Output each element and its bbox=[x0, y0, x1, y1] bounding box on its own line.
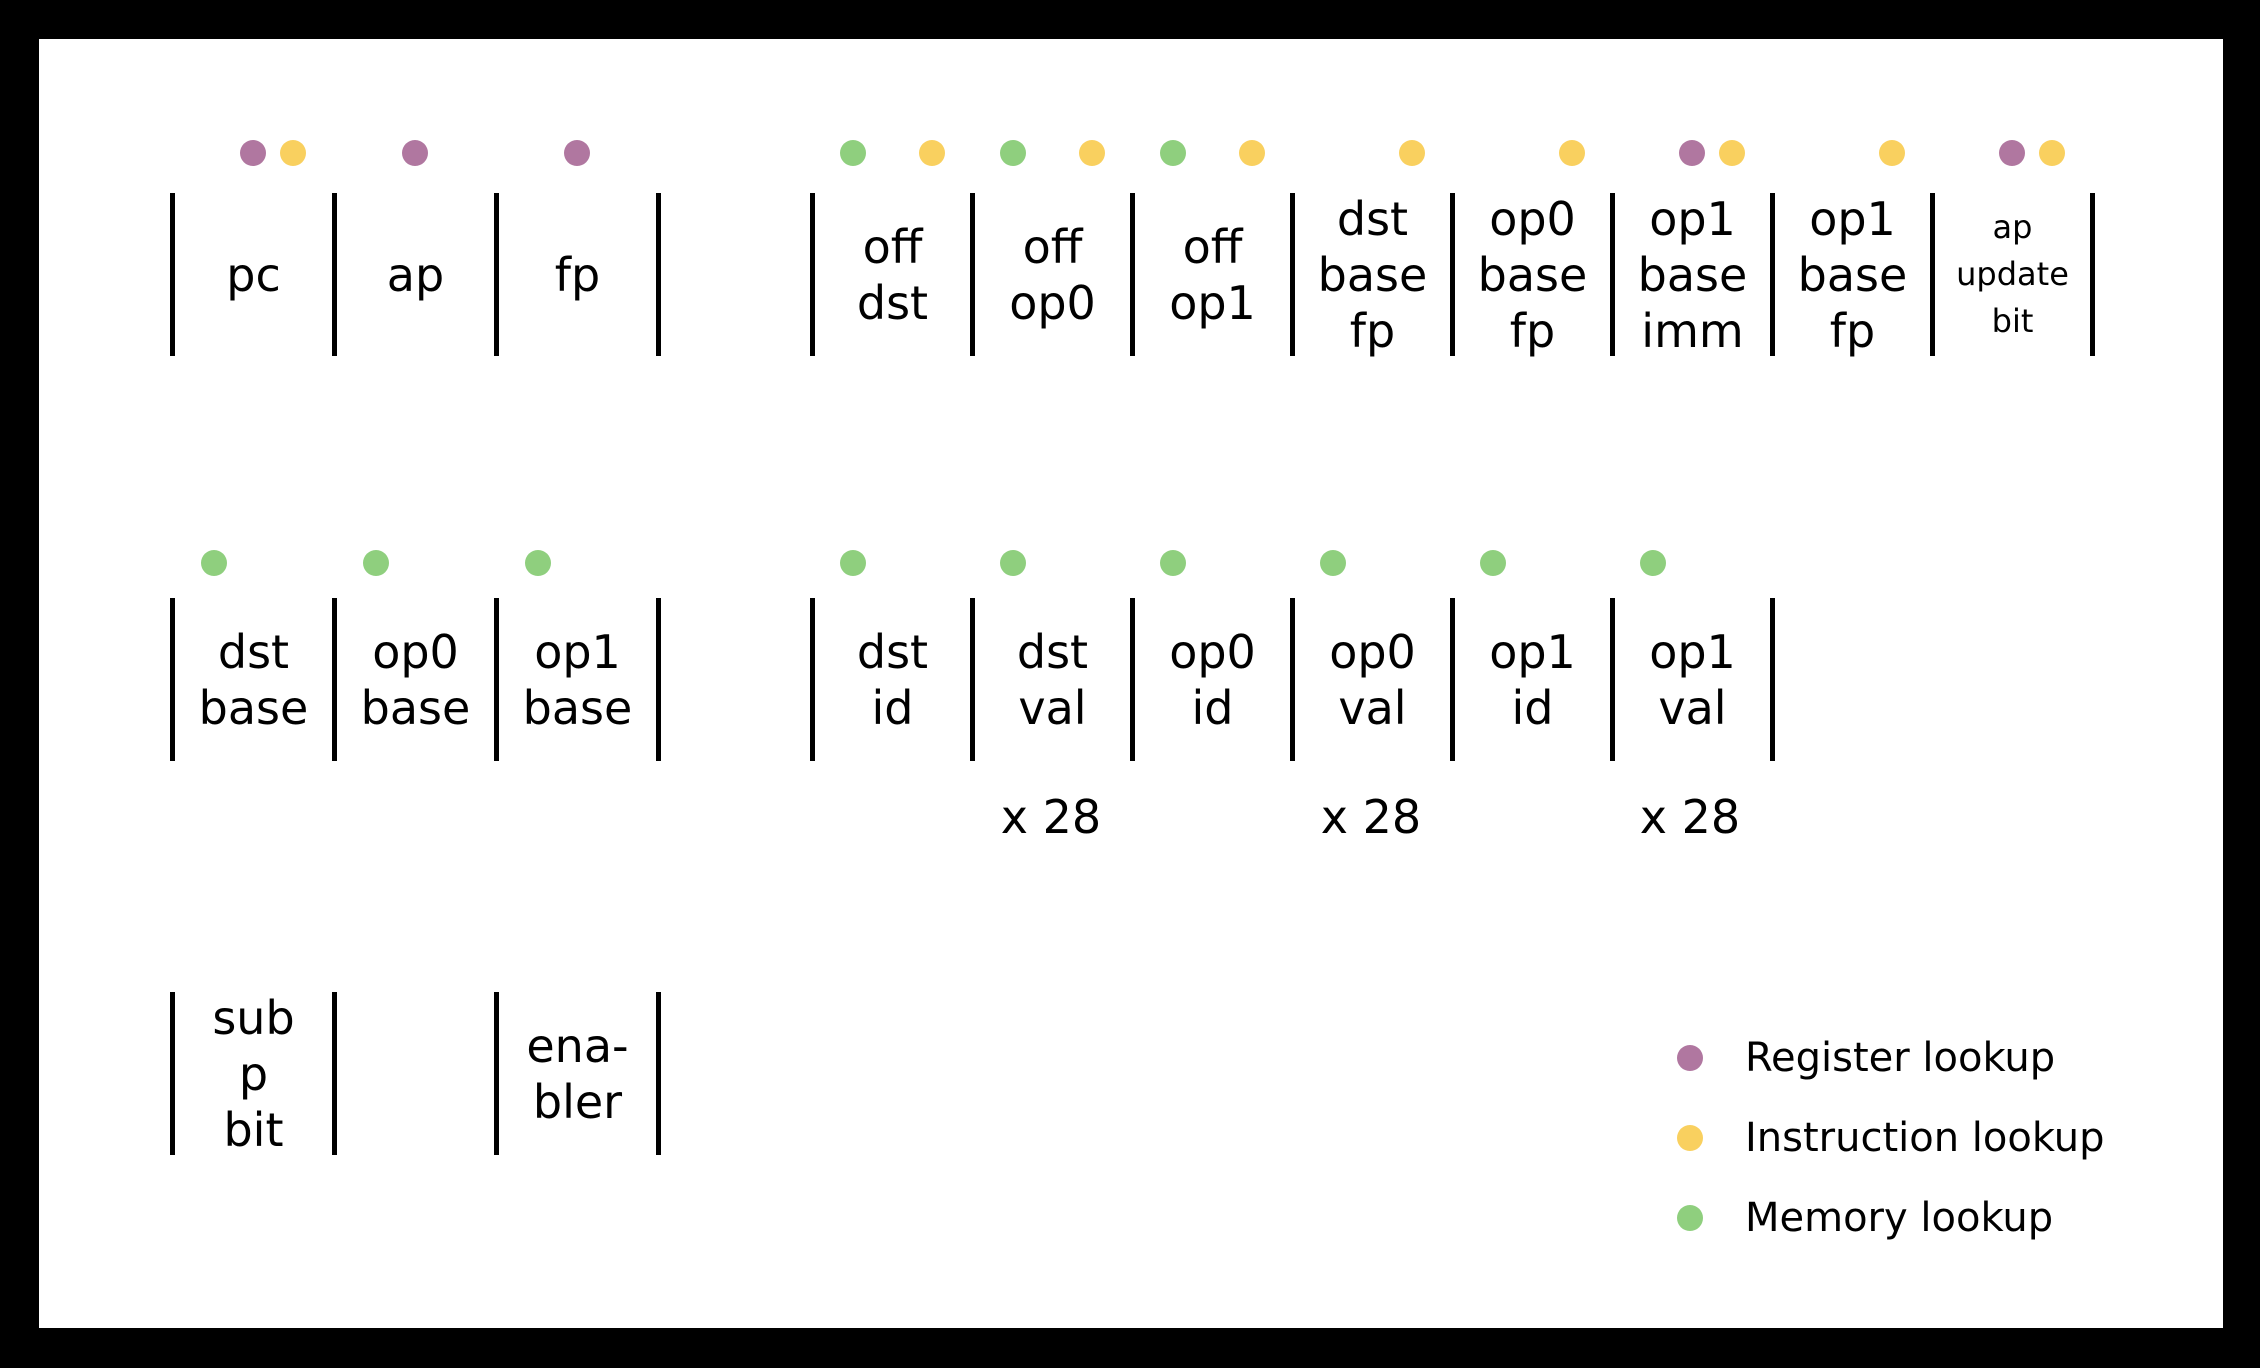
memory-lookup-dot bbox=[200, 550, 227, 576]
instruction-lookup-dot bbox=[279, 140, 306, 166]
legend-label: Instruction lookup bbox=[1745, 1115, 2105, 1161]
cell-op0-base-fp: op0 base fp bbox=[1450, 140, 1610, 358]
legend-item-instruction: Instruction lookup bbox=[1677, 1098, 2105, 1178]
memory-lookup-dot bbox=[1677, 1205, 1703, 1231]
cell-ap-update-bit: ap update bit bbox=[1930, 140, 2090, 356]
cell-label: op0 id bbox=[1169, 624, 1256, 735]
cell-off-op1: off op1 bbox=[1130, 140, 1290, 356]
cell-dst-base: dst base bbox=[170, 550, 332, 761]
cell-label: off dst bbox=[856, 219, 929, 330]
cell-label: op0 val bbox=[1329, 624, 1416, 735]
diagram-panel: pc ap fp off dst off op0 off op1 bbox=[39, 39, 2223, 1328]
memory-lookup-dot bbox=[524, 550, 551, 576]
legend: Register lookup Instruction lookup Memor… bbox=[1677, 1018, 2105, 1258]
cell-label: op0 base fp bbox=[1477, 191, 1588, 358]
cell-off-dst: off dst bbox=[810, 140, 970, 356]
instruction-lookup-dot bbox=[1238, 140, 1265, 166]
cell-ap: ap bbox=[332, 140, 494, 356]
cell-enabler: ena- bler bbox=[494, 992, 656, 1155]
cell-label: op0 base bbox=[360, 624, 471, 735]
instruction-lookup-dot bbox=[918, 140, 945, 166]
instruction-lookup-dot bbox=[1718, 140, 1745, 166]
memory-lookup-dot bbox=[999, 140, 1026, 166]
cell-op1-base: op1 base bbox=[494, 550, 656, 761]
row2-base-group: dst base op0 base op1 base bbox=[170, 550, 661, 761]
cell-off-op0: off op0 bbox=[970, 140, 1130, 356]
cell-pc: pc bbox=[170, 140, 332, 356]
memory-lookup-dot bbox=[1319, 550, 1346, 576]
multiplier-label: x 28 bbox=[1320, 790, 1422, 844]
column-divider bbox=[656, 992, 661, 1155]
cell-label: op1 base imm bbox=[1637, 191, 1748, 358]
cell-dst-id: dst id bbox=[810, 550, 970, 761]
instruction-lookup-dot bbox=[2038, 140, 2065, 166]
column-divider bbox=[656, 193, 661, 356]
memory-lookup-dot bbox=[362, 550, 389, 576]
column-divider bbox=[656, 598, 661, 761]
cell-label: dst val bbox=[1016, 624, 1089, 735]
register-lookup-dot bbox=[563, 140, 590, 166]
memory-lookup-dot bbox=[1159, 550, 1186, 576]
cell-fp: fp bbox=[494, 140, 656, 356]
instruction-lookup-dot bbox=[1878, 140, 1905, 166]
memory-lookup-dot bbox=[1479, 550, 1506, 576]
row1-registers-group: pc ap fp bbox=[170, 140, 661, 356]
cell-empty bbox=[332, 992, 494, 1155]
cell-op1-base-fp: op1 base fp bbox=[1770, 140, 1930, 358]
memory-lookup-dot bbox=[839, 140, 866, 166]
cell-label: op1 id bbox=[1489, 624, 1576, 735]
instruction-lookup-dot bbox=[1398, 140, 1425, 166]
memory-lookup-dot bbox=[999, 550, 1026, 576]
cell-label: off op1 bbox=[1169, 219, 1256, 330]
cell-label: op1 val bbox=[1649, 624, 1736, 735]
memory-lookup-dot bbox=[1639, 550, 1666, 576]
cell-label: sub p bit bbox=[212, 990, 295, 1157]
row1-instruction-fields-group: off dst off op0 off op1 dst base fp op0 … bbox=[810, 140, 2095, 358]
row3-group: sub p bit ena- bler bbox=[170, 990, 661, 1157]
cell-op1-id: op1 id bbox=[1450, 550, 1610, 761]
instruction-lookup-dot bbox=[1558, 140, 1585, 166]
multiplier-label: x 28 bbox=[1639, 790, 1741, 844]
legend-label: Register lookup bbox=[1745, 1035, 2056, 1081]
cell-label: pc bbox=[226, 247, 281, 302]
cell-dst-base-fp: dst base fp bbox=[1290, 140, 1450, 358]
register-lookup-dot bbox=[239, 140, 266, 166]
cell-label: dst base fp bbox=[1317, 191, 1428, 358]
cell-label: off op0 bbox=[1009, 219, 1096, 330]
cell-label: op1 base fp bbox=[1797, 191, 1908, 358]
legend-item-register: Register lookup bbox=[1677, 1018, 2105, 1098]
cell-op1-val: op1 val bbox=[1610, 550, 1770, 761]
register-lookup-dot bbox=[1998, 140, 2025, 166]
legend-item-memory: Memory lookup bbox=[1677, 1178, 2105, 1258]
memory-lookup-dot bbox=[1159, 140, 1186, 166]
cell-label: dst id bbox=[856, 624, 929, 735]
cell-label: ap bbox=[386, 247, 445, 302]
cell-op0-val: op0 val bbox=[1290, 550, 1450, 761]
multiplier-label: x 28 bbox=[1000, 790, 1102, 844]
register-lookup-dot bbox=[1678, 140, 1705, 166]
cell-label: op1 base bbox=[522, 624, 633, 735]
instruction-lookup-dot bbox=[1677, 1125, 1703, 1151]
cell-label: dst base bbox=[198, 624, 309, 735]
cell-sub-p-bit: sub p bit bbox=[170, 990, 332, 1157]
cell-op0-id: op0 id bbox=[1130, 550, 1290, 761]
memory-lookup-dot bbox=[839, 550, 866, 576]
register-lookup-dot bbox=[401, 140, 428, 166]
cell-label: ena- bler bbox=[526, 1018, 629, 1129]
column-divider bbox=[1770, 598, 1775, 761]
instruction-lookup-dot bbox=[1078, 140, 1105, 166]
row2-memory-group: dst id dst val op0 id op0 val op1 id op1… bbox=[810, 550, 1775, 761]
legend-label: Memory lookup bbox=[1745, 1195, 2054, 1241]
cell-op1-base-imm: op1 base imm bbox=[1610, 140, 1770, 358]
register-lookup-dot bbox=[1677, 1045, 1703, 1071]
cell-label: ap update bit bbox=[1956, 208, 2069, 340]
cell-op0-base: op0 base bbox=[332, 550, 494, 761]
column-divider bbox=[2090, 193, 2095, 356]
cell-dst-val: dst val bbox=[970, 550, 1130, 761]
cell-label: fp bbox=[554, 247, 601, 302]
